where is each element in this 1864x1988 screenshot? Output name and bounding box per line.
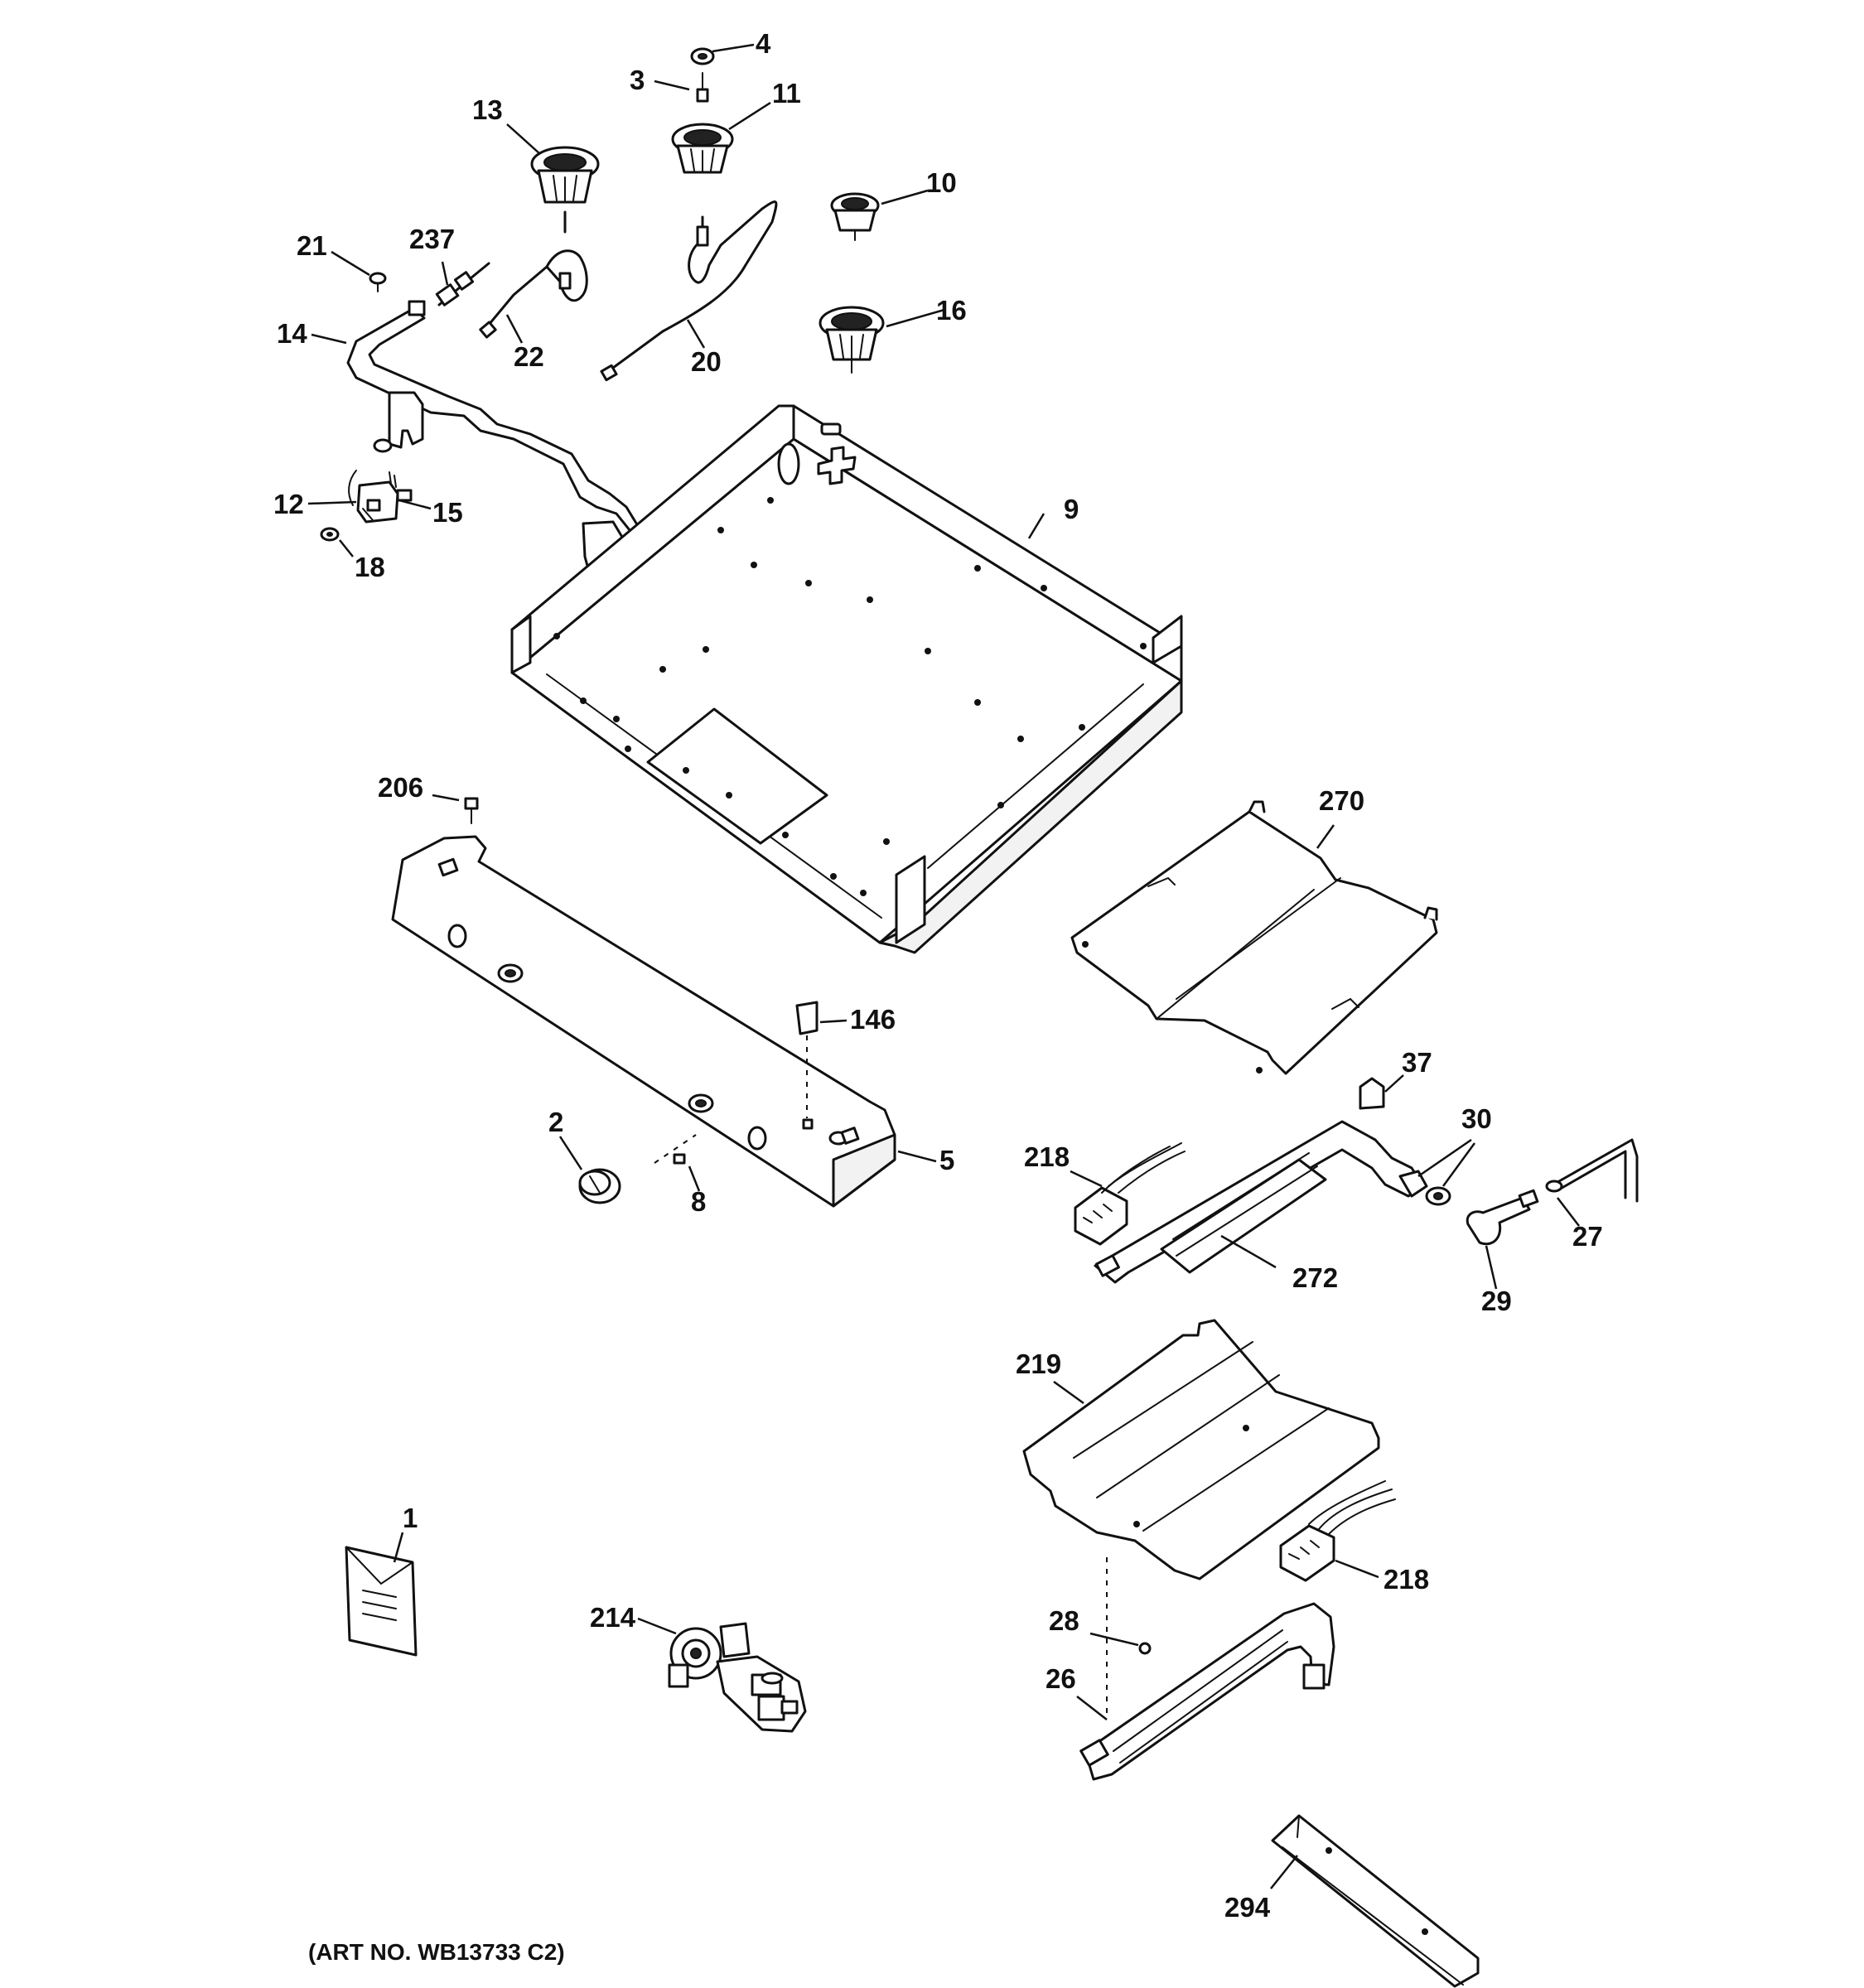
callout-16: 16 bbox=[936, 295, 967, 326]
callout-20: 20 bbox=[691, 346, 722, 377]
callout-237: 237 bbox=[409, 224, 455, 254]
callout-37: 37 bbox=[1402, 1047, 1432, 1078]
callout-27: 27 bbox=[1572, 1221, 1603, 1252]
callout-15: 15 bbox=[432, 497, 463, 528]
part-11-burner-head bbox=[671, 123, 734, 174]
part-294-bracket bbox=[1271, 1814, 1480, 1988]
part-29-orifice-elbow bbox=[1466, 1189, 1539, 1246]
callout-30: 30 bbox=[1461, 1103, 1492, 1134]
part-12-15-valve-switch bbox=[348, 470, 413, 524]
burner-box-holes bbox=[553, 497, 1147, 896]
callout-26: 26 bbox=[1045, 1663, 1076, 1694]
part-13-burner-head bbox=[530, 146, 600, 204]
part-146-label bbox=[795, 1001, 819, 1118]
part-22-tube bbox=[479, 210, 588, 339]
callout-206: 206 bbox=[378, 772, 423, 803]
part-272-broil-burner bbox=[1094, 1120, 1425, 1284]
part-206-screw bbox=[464, 797, 479, 824]
part-218-ignitor-upper bbox=[1074, 1142, 1186, 1246]
part-1-literature bbox=[345, 1546, 418, 1657]
callout-2: 2 bbox=[548, 1107, 563, 1137]
callout-146: 146 bbox=[850, 1004, 896, 1035]
callout-9: 9 bbox=[1064, 494, 1079, 524]
part-3-screw bbox=[696, 72, 709, 103]
part-30-ignitor-parts bbox=[1398, 1170, 1451, 1206]
part-2-knob bbox=[578, 1168, 621, 1204]
part-8-screw bbox=[654, 1134, 697, 1165]
callout-219: 219 bbox=[1016, 1349, 1061, 1379]
callout-4: 4 bbox=[756, 28, 771, 59]
callout-8: 8 bbox=[691, 1186, 706, 1217]
callout-294: 294 bbox=[1224, 1892, 1271, 1923]
callout-labels: 4 3 11 13 10 16 21 237 14 22 20 12 15 18… bbox=[273, 28, 1603, 1923]
part-270-shield bbox=[1070, 800, 1438, 1075]
callout-5: 5 bbox=[939, 1145, 954, 1175]
part-20-tube bbox=[600, 200, 778, 382]
callout-11: 11 bbox=[772, 78, 801, 109]
part-16-burner-head bbox=[819, 306, 885, 374]
callout-28: 28 bbox=[1049, 1605, 1079, 1636]
callout-214: 214 bbox=[590, 1602, 636, 1633]
callout-22: 22 bbox=[514, 341, 544, 372]
part-218-ignitor-lower bbox=[1279, 1480, 1396, 1582]
callout-10: 10 bbox=[926, 167, 957, 198]
art-number: (ART NO. WB13733 C2) bbox=[308, 1939, 565, 1965]
part-219-oven-baffle bbox=[1022, 1319, 1380, 1580]
callout-218-lower: 218 bbox=[1384, 1564, 1429, 1595]
callout-13: 13 bbox=[472, 94, 503, 125]
callout-218-upper: 218 bbox=[1024, 1141, 1070, 1172]
part-18-washer bbox=[320, 438, 393, 542]
part-5-manifold-panel bbox=[391, 835, 896, 1208]
part-9-burner-box bbox=[510, 404, 1183, 954]
part-4-nut bbox=[690, 47, 715, 65]
leader-lines bbox=[307, 43, 1580, 1889]
part-37-bracket bbox=[1359, 1077, 1385, 1110]
callout-14: 14 bbox=[277, 318, 307, 349]
callout-1: 1 bbox=[403, 1503, 418, 1533]
callout-12: 12 bbox=[273, 489, 304, 519]
callout-272: 272 bbox=[1292, 1262, 1338, 1293]
part-237-orifice-fitting bbox=[435, 262, 490, 306]
part-28-screw bbox=[1106, 1557, 1152, 1715]
callout-21: 21 bbox=[297, 230, 327, 261]
callout-3: 3 bbox=[630, 65, 645, 95]
part-214-oven-valve bbox=[668, 1622, 807, 1733]
callout-18: 18 bbox=[355, 552, 385, 582]
part-26-bake-burner bbox=[1079, 1602, 1335, 1781]
part-27-tube bbox=[1545, 1138, 1639, 1203]
callout-270: 270 bbox=[1319, 785, 1364, 816]
callout-29: 29 bbox=[1481, 1286, 1512, 1316]
part-21-screw bbox=[369, 272, 387, 292]
part-10-burner-head bbox=[830, 192, 880, 241]
